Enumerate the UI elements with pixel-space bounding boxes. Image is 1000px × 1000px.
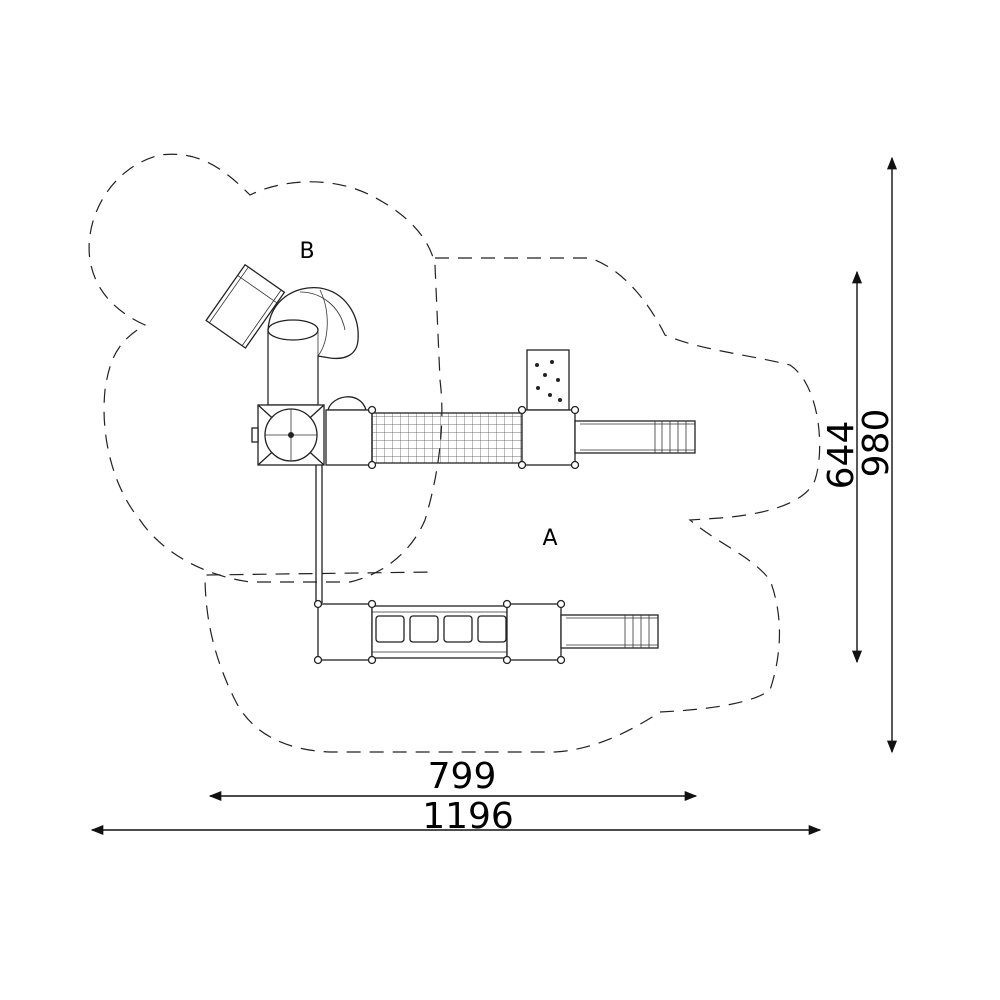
dimension-width-inner: 799 (428, 756, 497, 797)
safety-zone-b-outline (88, 153, 443, 583)
deck-2 (521, 409, 576, 466)
net-bridge (371, 412, 523, 464)
arch-panel (327, 396, 367, 411)
slide-right (574, 420, 696, 454)
deck-4 (506, 603, 562, 661)
deck-3 (317, 603, 373, 661)
dimension-width-outer: 1196 (422, 796, 514, 837)
climbing-wall (526, 349, 570, 411)
upper-equipment-row (205, 263, 696, 470)
zone-label-b: B (299, 239, 314, 264)
tower-roof (251, 404, 325, 466)
safety-zone-a-outline (204, 257, 821, 753)
entry-stairs (205, 263, 286, 349)
lower-equipment-row (313, 599, 659, 665)
panel-bridge (371, 605, 508, 659)
zone-label-a: A (542, 526, 557, 551)
dimension-height-outer: 980 (856, 409, 897, 478)
posts-upper (367, 405, 580, 470)
slide-lower (560, 614, 659, 649)
tube-slide (267, 286, 359, 406)
dimension-height-inner: 644 (821, 421, 862, 490)
posts-lower (313, 599, 566, 665)
connector-rail (315, 465, 323, 603)
deck-1 (325, 409, 373, 466)
